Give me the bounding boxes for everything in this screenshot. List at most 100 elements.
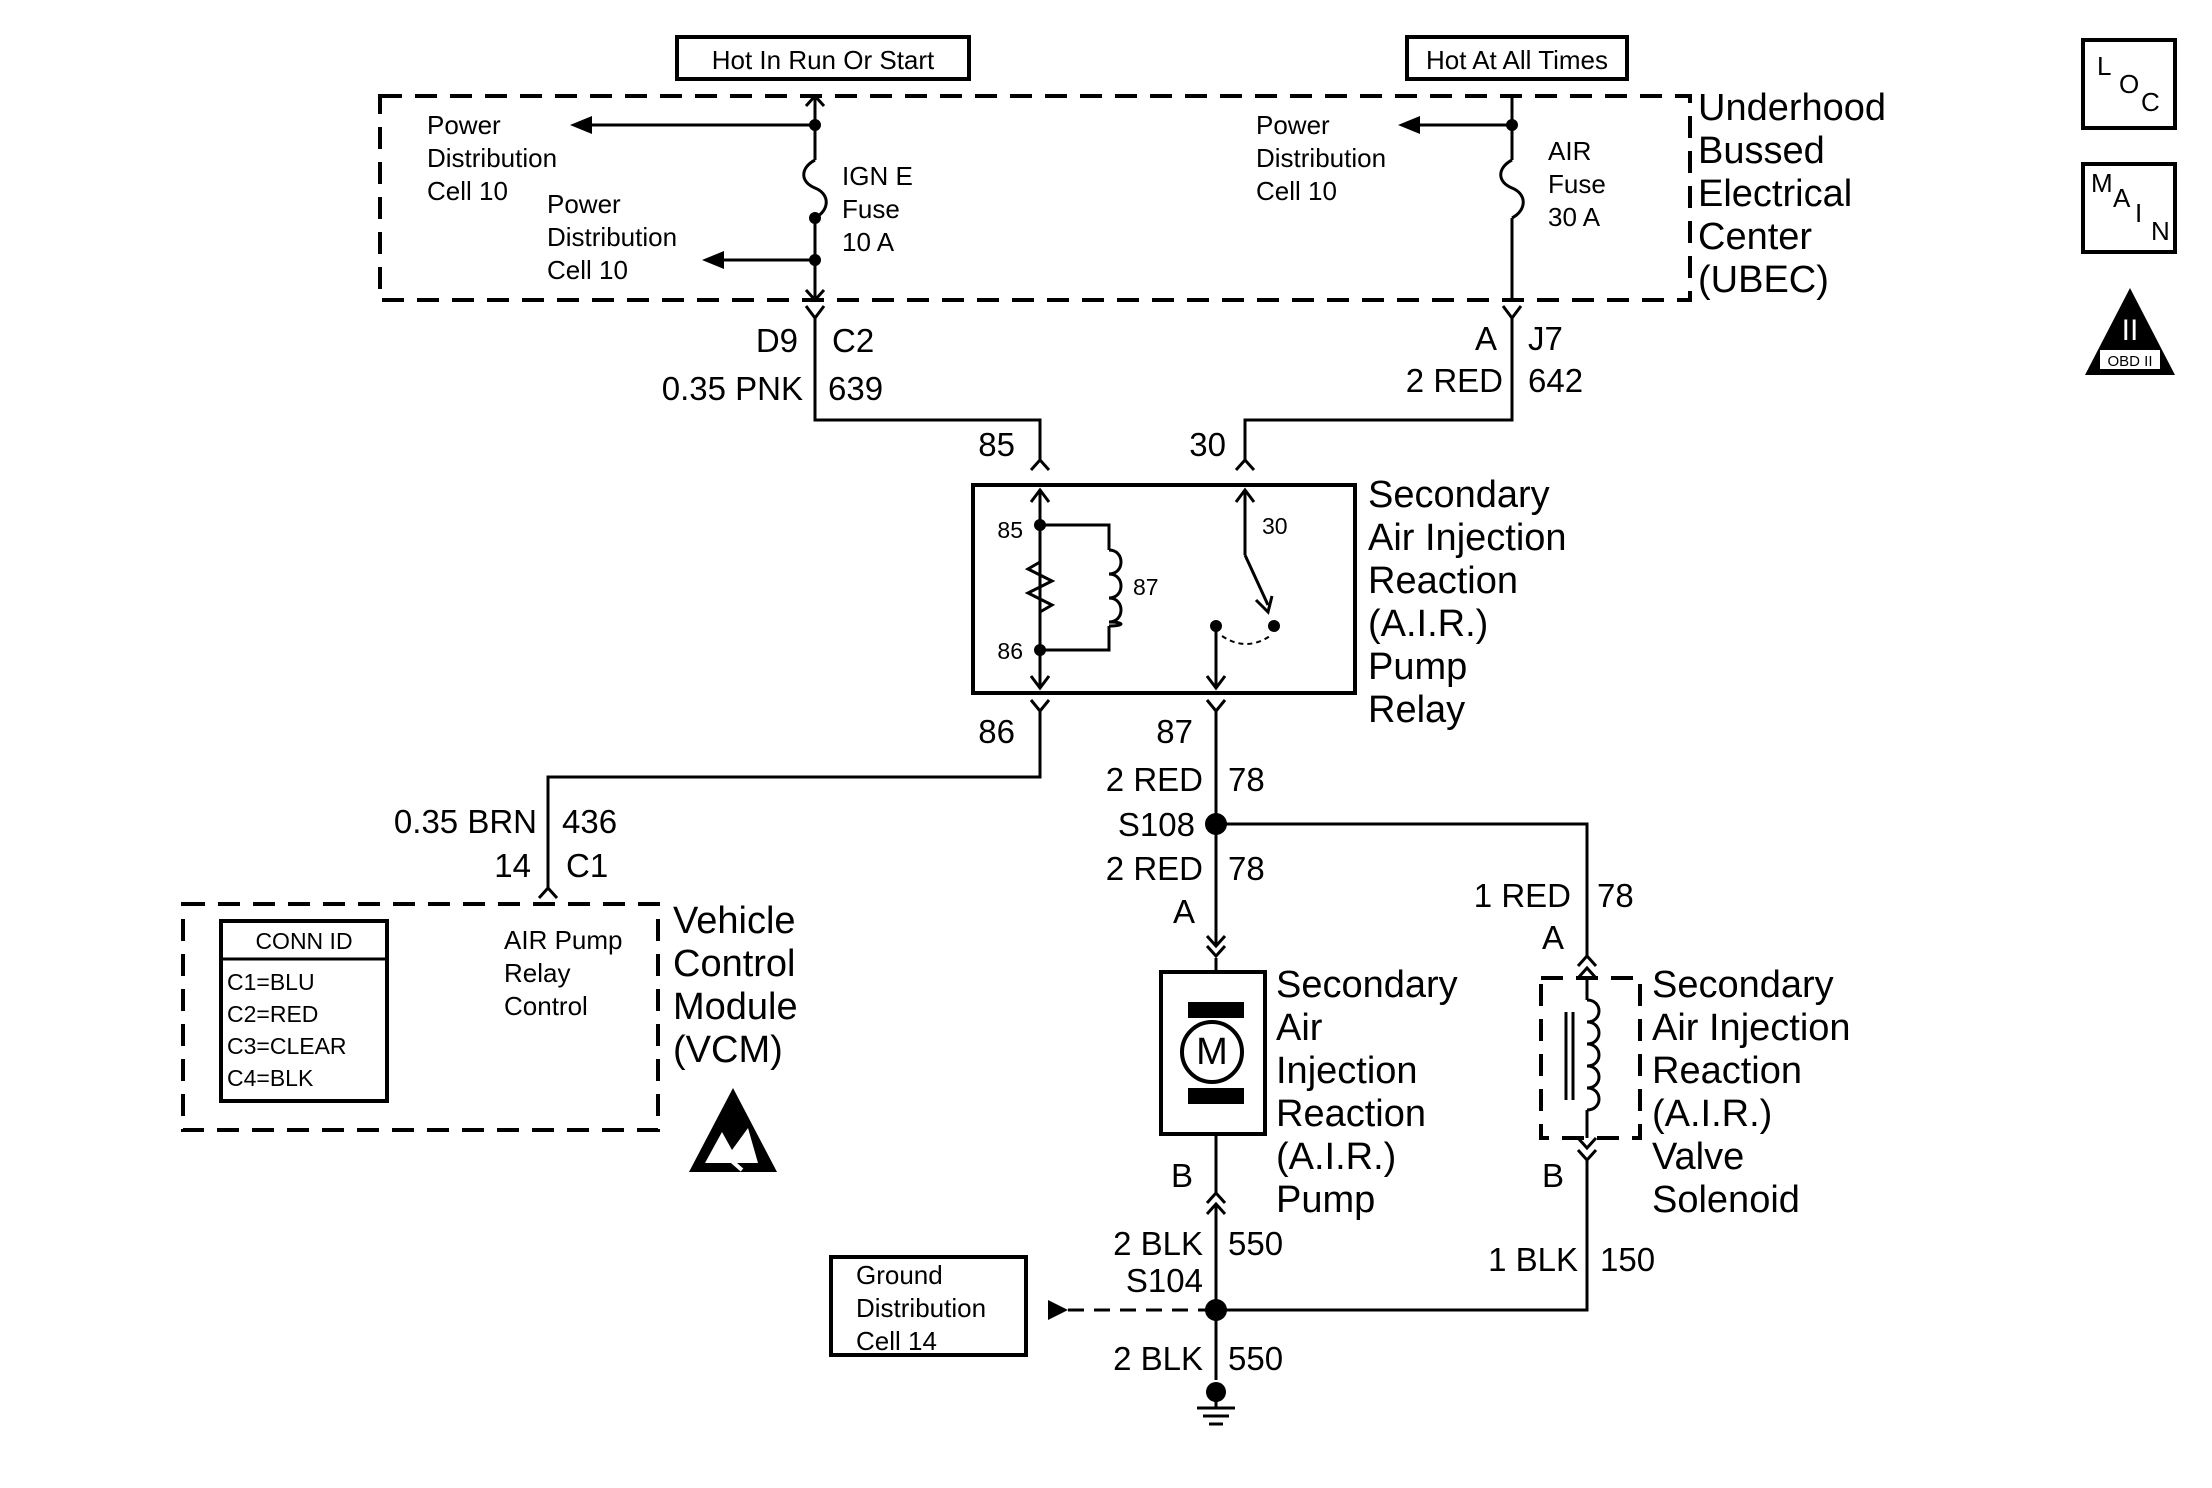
pump-name: Secondary Air Injection Reaction (A.I.R.… — [1276, 964, 1458, 1221]
red78-lower-circuit: 78 — [1228, 850, 1265, 887]
svg-text:Bussed: Bussed — [1698, 130, 1825, 172]
pump-pin-b: B — [1171, 1157, 1193, 1194]
splice-s108-label: S108 — [1118, 806, 1195, 843]
ground-dist-box: Ground Distribution Cell 14 — [829, 1255, 1216, 1357]
loc-badge[interactable]: L O C — [2081, 38, 2177, 130]
sol-gnd-circuit: 150 — [1600, 1241, 1655, 1278]
svg-text:Injection: Injection — [1276, 1050, 1418, 1092]
vcm-name: Vehicle Control Module (VCM) — [673, 900, 798, 1071]
svg-text:Cell 14: Cell 14 — [856, 1326, 937, 1356]
ign-circuit: 639 — [828, 370, 883, 407]
sol-pin-a: A — [1542, 919, 1564, 956]
pump-pin-a: A — [1173, 893, 1195, 930]
svg-text:Solenoid: Solenoid — [1652, 1179, 1800, 1221]
svg-text:Pump: Pump — [1276, 1179, 1375, 1221]
solenoid — [1216, 976, 1642, 1312]
wire-550-upper — [1205, 1190, 1227, 1380]
svg-text:Reaction: Reaction — [1368, 560, 1518, 602]
svg-text:A: A — [2113, 183, 2131, 213]
svg-text:N: N — [2151, 216, 2170, 246]
obd-ii-badge[interactable]: II OBD II — [2085, 288, 2175, 375]
relay-name: Secondary Air Injection Reaction (A.I.R.… — [1368, 474, 1567, 731]
solenoid-coil-icon — [1586, 998, 1601, 1112]
power-dist-left-top: Power Distribution Cell 10 — [427, 110, 557, 206]
svg-text:L: L — [2097, 51, 2111, 81]
svg-text:Distribution: Distribution — [1256, 143, 1386, 173]
hot-run-start-box: Hot In Run Or Start — [675, 35, 971, 81]
svg-text:(A.I.R.): (A.I.R.) — [1652, 1093, 1772, 1135]
svg-text:Module: Module — [673, 986, 798, 1028]
svg-text:Distribution: Distribution — [547, 222, 677, 252]
relay-inner-30: 30 — [1262, 513, 1288, 539]
wire-642 — [1234, 305, 1523, 472]
blk-upper-circuit: 550 — [1228, 1225, 1283, 1262]
svg-text:C1=BLU: C1=BLU — [227, 969, 315, 995]
svg-text:Cell 10: Cell 10 — [1256, 176, 1337, 206]
svg-text:Air: Air — [1276, 1007, 1323, 1049]
sol-pin-b: B — [1542, 1157, 1564, 1194]
svg-text:Fuse: Fuse — [842, 194, 900, 224]
svg-text:IGN E: IGN E — [842, 161, 913, 191]
air-circuit: 642 — [1528, 362, 1583, 399]
svg-text:C: C — [2141, 87, 2160, 117]
svg-text:Vehicle: Vehicle — [673, 900, 796, 942]
svg-text:Distribution: Distribution — [427, 143, 557, 173]
air-pin: A — [1475, 320, 1497, 357]
svg-text:Fuse: Fuse — [1548, 169, 1606, 199]
blk-lower-circuit: 550 — [1228, 1340, 1283, 1377]
svg-text:O: O — [2119, 69, 2139, 99]
svg-text:Distribution: Distribution — [856, 1293, 986, 1323]
svg-text:(A.I.R.): (A.I.R.) — [1276, 1136, 1396, 1178]
red78-lower-wire-color: 2 RED — [1106, 850, 1203, 887]
svg-text:Power: Power — [547, 189, 621, 219]
svg-text:I: I — [2135, 198, 2142, 228]
wire-436 — [537, 699, 1051, 900]
svg-text:(VCM): (VCM) — [673, 1029, 783, 1071]
svg-text:Center: Center — [1698, 216, 1812, 258]
obd-label: OBD II — [2107, 353, 2152, 370]
sol-circuit: 78 — [1597, 877, 1634, 914]
main-badge[interactable]: M A I N — [2081, 162, 2177, 254]
blk-upper-wire-color: 2 BLK — [1113, 1225, 1203, 1262]
svg-text:Power: Power — [1256, 110, 1330, 140]
red78-upper-circuit: 78 — [1228, 761, 1265, 798]
svg-text:Air Injection: Air Injection — [1368, 517, 1567, 559]
brn-wire-color: 0.35 BRN — [394, 803, 537, 840]
pump-motor: M — [1159, 958, 1267, 1195]
ubec-name: Underhood Bussed Electrical Center (UBEC… — [1698, 87, 1886, 301]
relay-coil-icon — [1108, 548, 1123, 628]
ign-conn: C2 — [832, 322, 874, 359]
svg-text:Relay: Relay — [1368, 689, 1465, 731]
svg-text:Cell 10: Cell 10 — [427, 176, 508, 206]
sol-wire-color: 1 RED — [1474, 877, 1571, 914]
svg-text:Control: Control — [504, 991, 588, 1021]
svg-text:CONN ID: CONN ID — [255, 928, 352, 954]
power-dist-left-bottom: Power Distribution Cell 10 — [547, 189, 677, 285]
svg-text:C3=CLEAR: C3=CLEAR — [227, 1033, 347, 1059]
wire-78-solenoid — [1216, 822, 1598, 980]
svg-text:AIR: AIR — [1548, 136, 1591, 166]
svg-text:Control: Control — [673, 943, 796, 985]
air-wire-color: 2 RED — [1406, 362, 1503, 399]
svg-text:Cell 10: Cell 10 — [547, 255, 628, 285]
ubec-box — [378, 94, 1692, 302]
brn-circuit: 436 — [562, 803, 617, 840]
relay-pin-87: 87 — [1156, 713, 1193, 750]
svg-text:Secondary: Secondary — [1368, 474, 1550, 516]
svg-text:C4=BLK: C4=BLK — [227, 1065, 314, 1091]
splice-s104-label: S104 — [1126, 1262, 1203, 1299]
sol-gnd-wire-color: 1 BLK — [1488, 1241, 1578, 1278]
relay-inner-87: 87 — [1133, 574, 1159, 600]
esd-warning-icon — [689, 1088, 777, 1172]
ign-fuse-label: IGN E Fuse 10 A — [842, 161, 913, 257]
svg-text:Reaction: Reaction — [1276, 1093, 1426, 1135]
obd-numeral: II — [2122, 314, 2139, 347]
svg-text:Relay: Relay — [504, 958, 570, 988]
hot-run-start-label: Hot In Run Or Start — [712, 45, 935, 75]
svg-text:Pump: Pump — [1368, 646, 1467, 688]
svg-text:M: M — [2091, 168, 2113, 198]
blk-lower-wire-color: 2 BLK — [1113, 1340, 1203, 1377]
svg-text:Secondary: Secondary — [1276, 964, 1458, 1006]
ign-pin: D9 — [756, 322, 798, 359]
svg-text:AIR Pump: AIR Pump — [504, 925, 623, 955]
